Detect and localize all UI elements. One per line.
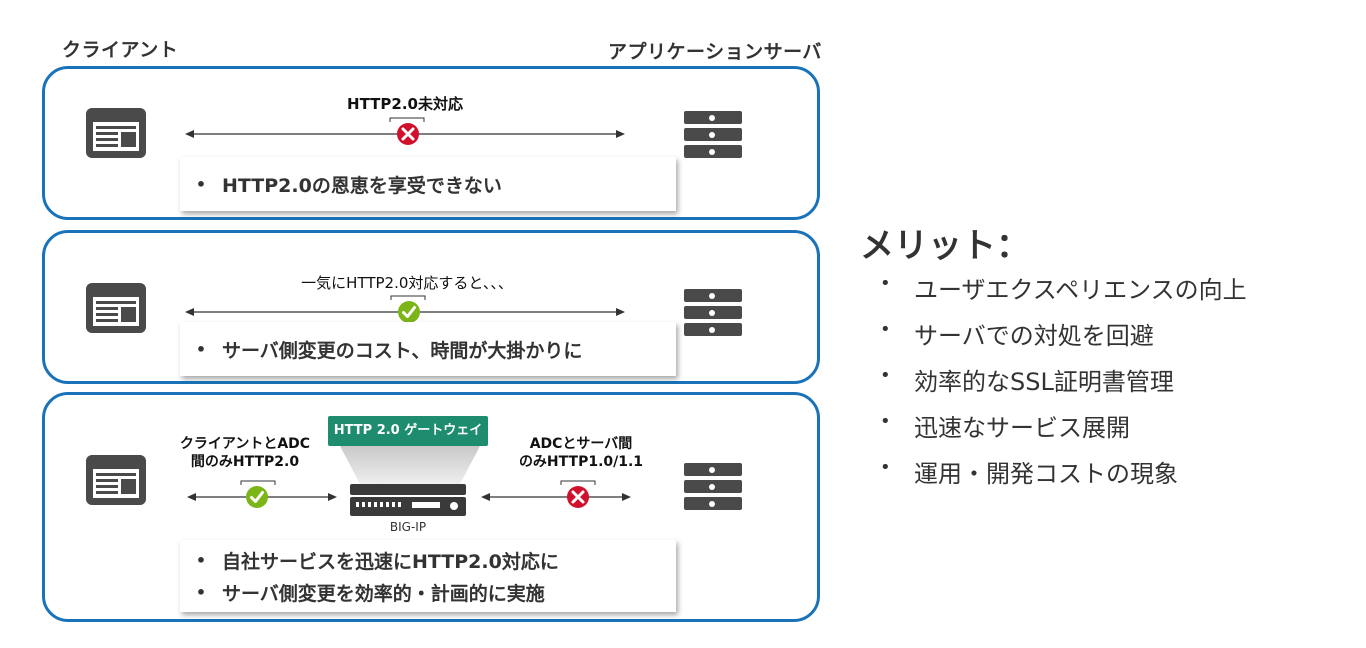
check-icon: [398, 301, 420, 323]
merit-item: •運用・開発コストの現象: [880, 454, 1360, 489]
client-adc-label-line-1: クライアントとADC: [179, 436, 311, 452]
error-icon: [567, 486, 589, 508]
panel-3-note: •自社サービスを迅速にHTTP2.0対応に •サーバ側変更を効率的・計画的に実施: [180, 540, 676, 612]
panel-2-label: 一気にHTTP2.0対応すると、、、: [301, 274, 513, 292]
adc-server-label: ADCとサーバ間 のみHTTP1.0/1.1: [506, 435, 656, 471]
panel-1-note: •HTTP2.0の恩恵を享受できない: [180, 157, 676, 211]
merit-item: •効率的なSSL証明書管理: [880, 362, 1360, 397]
check-icon: [246, 486, 268, 508]
gateway-beam: [340, 446, 480, 484]
server-icon: [684, 463, 742, 513]
merit-list: •ユーザエクスペリエンスの向上 •サーバでの対処を回避 •効率的なSSL証明書管…: [880, 270, 1360, 500]
big-ip-device-icon: [350, 484, 466, 516]
merit-item-text: 運用・開発コストの現象: [914, 460, 1178, 488]
panel-2-note: •サーバ側変更のコスト、時間が大掛かりに: [180, 322, 676, 376]
client-adc-label: クライアントとADC 間のみHTTP2.0: [160, 435, 330, 471]
panel-1-label: HTTP2.0未対応: [347, 95, 463, 113]
server-icon: [684, 111, 742, 161]
error-icon: [397, 123, 419, 145]
adc-server-label-line-2: のみHTTP1.0/1.1: [518, 454, 644, 470]
merit-item: •ユーザエクスペリエンスの向上: [880, 270, 1360, 305]
client-browser-icon: [86, 455, 146, 505]
merit-item-text: ユーザエクスペリエンスの向上: [914, 276, 1247, 304]
note-text: 自社サービスを迅速にHTTP2.0対応に: [222, 550, 559, 573]
adc-server-arrow: [481, 480, 631, 501]
client-browser-icon: [86, 108, 146, 158]
merit-title: メリット：: [860, 226, 1030, 266]
note-text: HTTP2.0の恩恵を享受できない: [222, 174, 502, 197]
merit-item-text: サーバでの対処を回避: [914, 322, 1154, 350]
client-column-label: クライアント: [62, 39, 179, 61]
server-icon: [684, 289, 742, 339]
merit-item-text: 迅速なサービス展開: [914, 414, 1130, 442]
device-label: BIG-IP: [389, 520, 427, 534]
client-browser-icon: [86, 283, 146, 333]
note-text: サーバ側変更のコスト、時間が大掛かりに: [222, 339, 583, 362]
merit-item: •サーバでの対処を回避: [880, 316, 1360, 351]
gateway-label: HTTP 2.0 ゲートウェイ: [328, 416, 488, 446]
client-adc-label-line-2: 間のみHTTP2.0: [190, 454, 300, 470]
merit-item-text: 効率的なSSL証明書管理: [914, 368, 1174, 396]
server-column-label: アプリケーションサーバ: [608, 41, 822, 63]
merit-item: •迅速なサービス展開: [880, 408, 1360, 443]
adc-server-label-line-1: ADCとサーバ間: [529, 436, 633, 452]
note-text: サーバ側変更を効率的・計画的に実施: [222, 582, 545, 605]
